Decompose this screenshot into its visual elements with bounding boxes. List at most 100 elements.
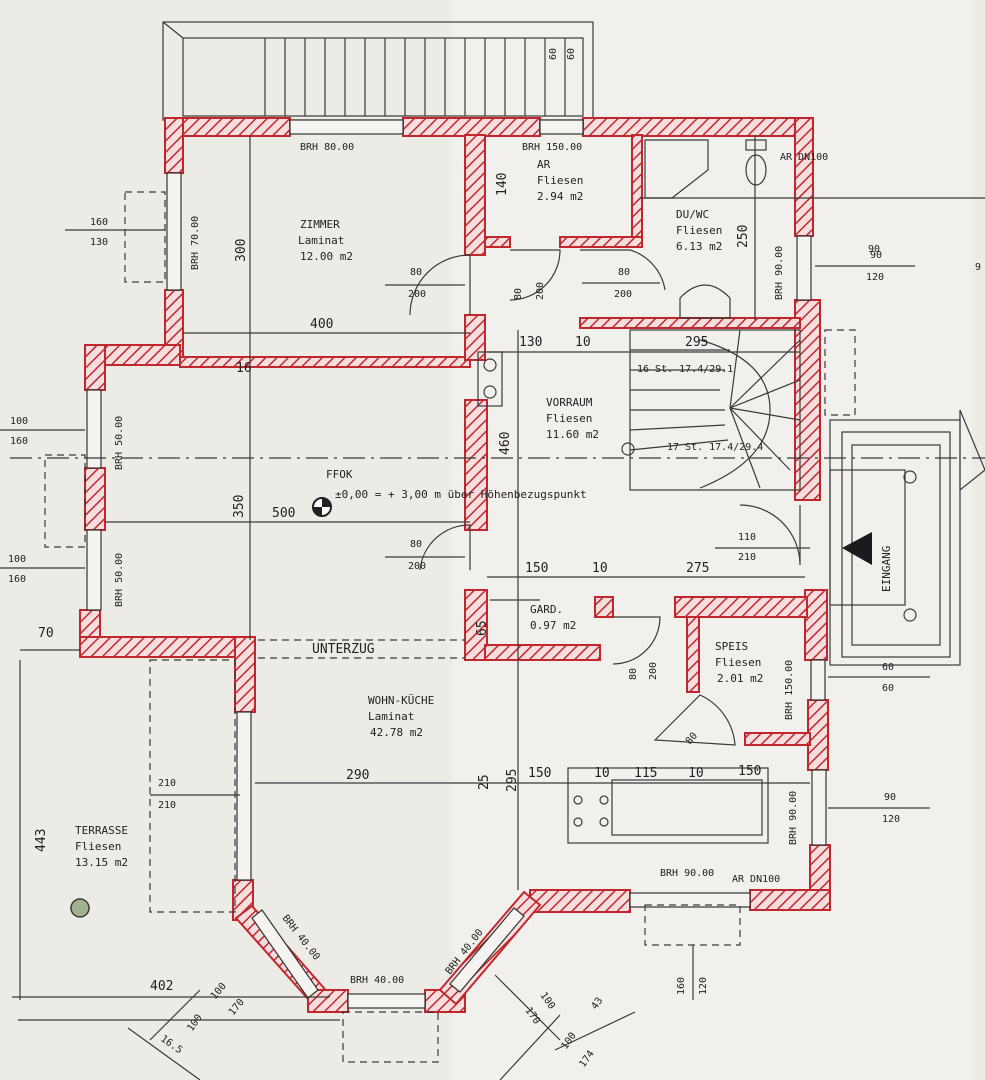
svg-text:80: 80 xyxy=(410,267,422,278)
svg-text:60: 60 xyxy=(882,662,894,673)
brh-label: BRH 150.00 xyxy=(784,660,795,720)
misc-dim: 174 xyxy=(577,1049,596,1070)
room-zimmer: ZIMMER Laminat 12.00 m2 xyxy=(298,218,353,263)
dim-text: 402 xyxy=(150,979,173,994)
room-speis: SPEIS Fliesen 2.01 m2 xyxy=(715,640,763,685)
svg-text:80: 80 xyxy=(618,267,630,278)
brh-labels: BRH 80.00 BRH 150.00 BRH 70.00 BRH 90.00… xyxy=(114,142,828,986)
room-floor: Fliesen xyxy=(537,174,583,187)
room-terrasse: TERRASSE Fliesen 13.15 m2 xyxy=(75,824,128,869)
dim-text: 115 xyxy=(634,766,657,781)
room-area: 42.78 m2 xyxy=(370,726,423,739)
svg-text:60: 60 xyxy=(548,48,559,60)
opening-label: 160 130 xyxy=(65,217,165,248)
stove-icon xyxy=(477,351,503,407)
svg-text:130: 130 xyxy=(90,237,108,248)
dim-text: 275 xyxy=(686,561,709,576)
unterzug-label: UNTERZUG xyxy=(312,642,375,657)
opening-label: 80 200 xyxy=(385,267,465,300)
misc-dim: 90 xyxy=(868,244,880,255)
opening-label: 80 200 xyxy=(582,267,660,300)
room-area: 0.97 m2 xyxy=(530,619,576,632)
room-name: GARD. xyxy=(530,603,563,616)
room-area: 2.01 m2 xyxy=(717,672,763,685)
dim-text: 10 xyxy=(688,766,704,781)
dim-text: 140 xyxy=(495,173,510,196)
brh-label: BRH 90.00 xyxy=(774,246,785,300)
interior-walls xyxy=(179,134,811,746)
dim-text: 10 xyxy=(594,766,610,781)
opening-label: 80 200 xyxy=(385,539,465,572)
dim-text: 400 xyxy=(310,317,333,332)
room-name: AR xyxy=(537,158,551,171)
svg-text:170: 170 xyxy=(227,997,247,1018)
brh-label: BRH 150.00 xyxy=(522,142,582,153)
svg-text:80: 80 xyxy=(410,539,422,550)
room-area: 12.00 m2 xyxy=(300,250,353,263)
dim-text: 130 xyxy=(519,335,542,350)
ar-label: AR DN100 xyxy=(780,152,828,163)
stair-label: 17 St. 17.4/29.4 xyxy=(667,442,763,453)
staircase xyxy=(621,329,801,491)
dim-text: 25 xyxy=(477,774,492,790)
svg-text:200: 200 xyxy=(408,289,426,300)
svg-text:110: 110 xyxy=(738,532,756,543)
exterior-walls xyxy=(79,117,831,1013)
dimension-numbers: 400 300 350 500 460 140 130 10 295 250 1… xyxy=(34,173,761,994)
misc-dim: 43 xyxy=(589,996,605,1012)
brh-label: BRH 90.00 xyxy=(660,868,714,879)
svg-text:210: 210 xyxy=(738,552,756,563)
room-name: VORRAUM xyxy=(546,396,593,409)
dim-text: 290 xyxy=(346,768,369,783)
dim-text: 70 xyxy=(38,626,54,641)
dim-text: 295 xyxy=(685,335,708,350)
room-area: 13.15 m2 xyxy=(75,856,128,869)
kitchen-counter xyxy=(567,767,769,844)
windows xyxy=(86,119,827,1009)
opening-label: 60 60 xyxy=(828,662,930,694)
svg-text:60: 60 xyxy=(882,683,894,694)
toilet-icon xyxy=(745,154,767,186)
room-floor: Fliesen xyxy=(75,840,121,853)
dimension-lines xyxy=(10,135,985,1063)
svg-text:160: 160 xyxy=(8,574,26,585)
misc-dim: 9 xyxy=(975,262,981,273)
svg-text:80: 80 xyxy=(513,288,524,300)
drain-icon xyxy=(70,898,90,918)
svg-text:160: 160 xyxy=(90,217,108,228)
dim-text: 150 xyxy=(525,561,548,576)
room-floor: Fliesen xyxy=(546,412,592,425)
svg-text:120: 120 xyxy=(698,977,709,995)
svg-text:90: 90 xyxy=(884,792,896,803)
ffok-label: FFOK xyxy=(326,468,353,481)
dim-text: 300 xyxy=(234,239,249,262)
entrance-arrow-icon xyxy=(842,532,872,565)
stair-label: 16 St. 17.4/29.1 xyxy=(637,364,733,375)
svg-text:200: 200 xyxy=(614,289,632,300)
misc-dim: 100 xyxy=(559,1031,578,1052)
room-name: WOHN-KÜCHE xyxy=(368,694,434,707)
svg-text:120: 120 xyxy=(866,272,884,283)
room-name: TERRASSE xyxy=(75,824,128,837)
svg-text:200: 200 xyxy=(408,561,426,572)
balcony-railing xyxy=(162,21,594,121)
room-floor: Fliesen xyxy=(715,656,761,669)
dim-text: 10 xyxy=(575,335,591,350)
opening-label: 110 210 xyxy=(715,532,810,563)
room-floor: Laminat xyxy=(298,234,344,247)
svg-text:100: 100 xyxy=(538,990,557,1011)
room-area: 6.13 m2 xyxy=(676,240,722,253)
svg-text:120: 120 xyxy=(882,814,900,825)
svg-text:200: 200 xyxy=(535,282,546,300)
opening-label: 90 120 xyxy=(828,792,930,825)
dim-text: 10 xyxy=(592,561,608,576)
svg-text:80: 80 xyxy=(628,668,639,680)
shower-tray xyxy=(644,139,709,199)
